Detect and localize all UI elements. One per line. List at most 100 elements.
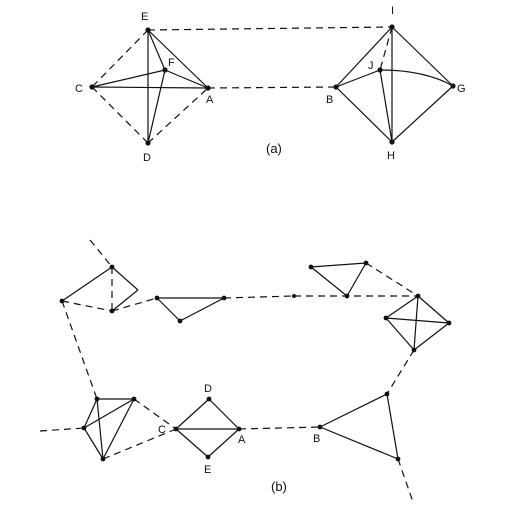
node-b-15	[94, 396, 100, 402]
edge-b-30	[133, 398, 177, 430]
node-b-2	[59, 298, 65, 304]
label-H: H	[387, 150, 395, 162]
node-b-3	[109, 308, 115, 314]
edge-b-1	[61, 266, 113, 302]
edge-I-B	[335, 26, 393, 88]
node-b-19	[384, 391, 390, 397]
edge-b-27	[102, 398, 135, 460]
node-b-E	[205, 454, 211, 460]
edge-b-5	[111, 289, 139, 312]
label-A: A	[206, 94, 214, 106]
node-b-10	[344, 293, 350, 299]
edge-b-D-A	[208, 398, 240, 430]
label-B: B	[326, 94, 333, 106]
edge-b-15	[365, 262, 419, 297]
node-D	[145, 140, 151, 146]
node-J	[377, 67, 383, 73]
edge-b-7	[156, 297, 181, 322]
edge-F-D	[147, 69, 166, 144]
panel-a: E F C A D I J B G H (a)	[75, 5, 466, 164]
node-b-14	[411, 347, 417, 353]
edge-b-26	[83, 427, 104, 460]
caption-b: (b)	[271, 479, 287, 494]
edge-b-13	[310, 266, 348, 297]
edge-J-G	[379, 69, 454, 87]
node-b-16	[131, 396, 137, 402]
edge-b-33	[319, 426, 399, 460]
edge-b-18	[385, 317, 415, 351]
edge-E-C	[91, 29, 149, 88]
panel-a-left-cluster	[91, 29, 209, 144]
edge-J-H	[379, 69, 393, 143]
edge-G-H	[391, 85, 454, 143]
edge-b-6	[111, 297, 158, 312]
caption-a: (a)	[266, 141, 282, 156]
edge-b-31	[102, 428, 177, 460]
edge-F-A	[164, 69, 209, 89]
edge-b-tail-top	[89, 239, 113, 268]
node-b-17	[81, 425, 87, 431]
edge-b-22	[386, 349, 415, 395]
edge-b-17	[417, 295, 450, 324]
edge-b-2	[111, 266, 139, 291]
node-b-9	[363, 260, 369, 266]
edge-b-29	[83, 398, 135, 429]
node-C	[89, 84, 95, 90]
node-A	[205, 85, 211, 91]
node-b-B	[317, 424, 323, 430]
edge-b-8	[179, 297, 225, 322]
edge-C-F	[91, 69, 166, 88]
edge-E-I	[147, 26, 393, 31]
node-G	[450, 83, 456, 89]
node-E	[145, 27, 151, 33]
edge-b-4	[61, 300, 113, 312]
node-b-6	[221, 295, 227, 301]
edge-I-J	[379, 26, 393, 71]
node-I	[389, 24, 395, 30]
node-F	[162, 67, 168, 73]
edge-b-21	[413, 295, 419, 351]
edge-b-A-B	[238, 426, 321, 430]
edge-b-23	[61, 300, 98, 400]
edge-b-C-D	[175, 398, 210, 430]
edge-I-G	[391, 26, 454, 87]
edge-E-F	[147, 29, 166, 71]
edge-b-16	[385, 295, 419, 319]
node-B	[333, 84, 339, 90]
node-b-C	[173, 426, 179, 432]
edge-b-32	[319, 393, 388, 428]
label-b-B: B	[313, 433, 320, 445]
label-E: E	[141, 11, 148, 23]
node-b-7	[292, 294, 296, 298]
edge-A-B	[207, 86, 337, 89]
label-C: C	[75, 83, 83, 95]
panel-a-right-cluster	[335, 26, 454, 143]
edge-b-A-E	[207, 428, 240, 458]
edge-b-20	[385, 317, 450, 324]
label-b-C: C	[158, 424, 166, 436]
edge-b-14	[346, 262, 367, 297]
edge-b-10	[223, 295, 295, 299]
label-b-D: D	[204, 383, 212, 395]
label-F: F	[168, 57, 175, 69]
node-b-4	[154, 295, 160, 301]
edge-b-12	[310, 262, 367, 268]
node-b-20	[395, 456, 401, 462]
edge-b-tail-bottom	[397, 458, 414, 503]
edge-b-25	[83, 398, 98, 429]
edge-b-19	[413, 322, 450, 351]
edge-B-J	[335, 69, 381, 88]
edge-E-A	[147, 29, 209, 89]
edge-B-G	[336, 86, 453, 87]
label-b-E: E	[204, 464, 211, 476]
edge-B-H	[335, 86, 393, 143]
node-b-18	[100, 456, 106, 462]
edge-C-A	[91, 86, 209, 89]
label-G: G	[457, 83, 466, 95]
edge-b-tail-left	[39, 427, 85, 432]
node-b-A	[236, 426, 242, 432]
edge-b-34	[386, 393, 399, 460]
node-H	[389, 139, 395, 145]
